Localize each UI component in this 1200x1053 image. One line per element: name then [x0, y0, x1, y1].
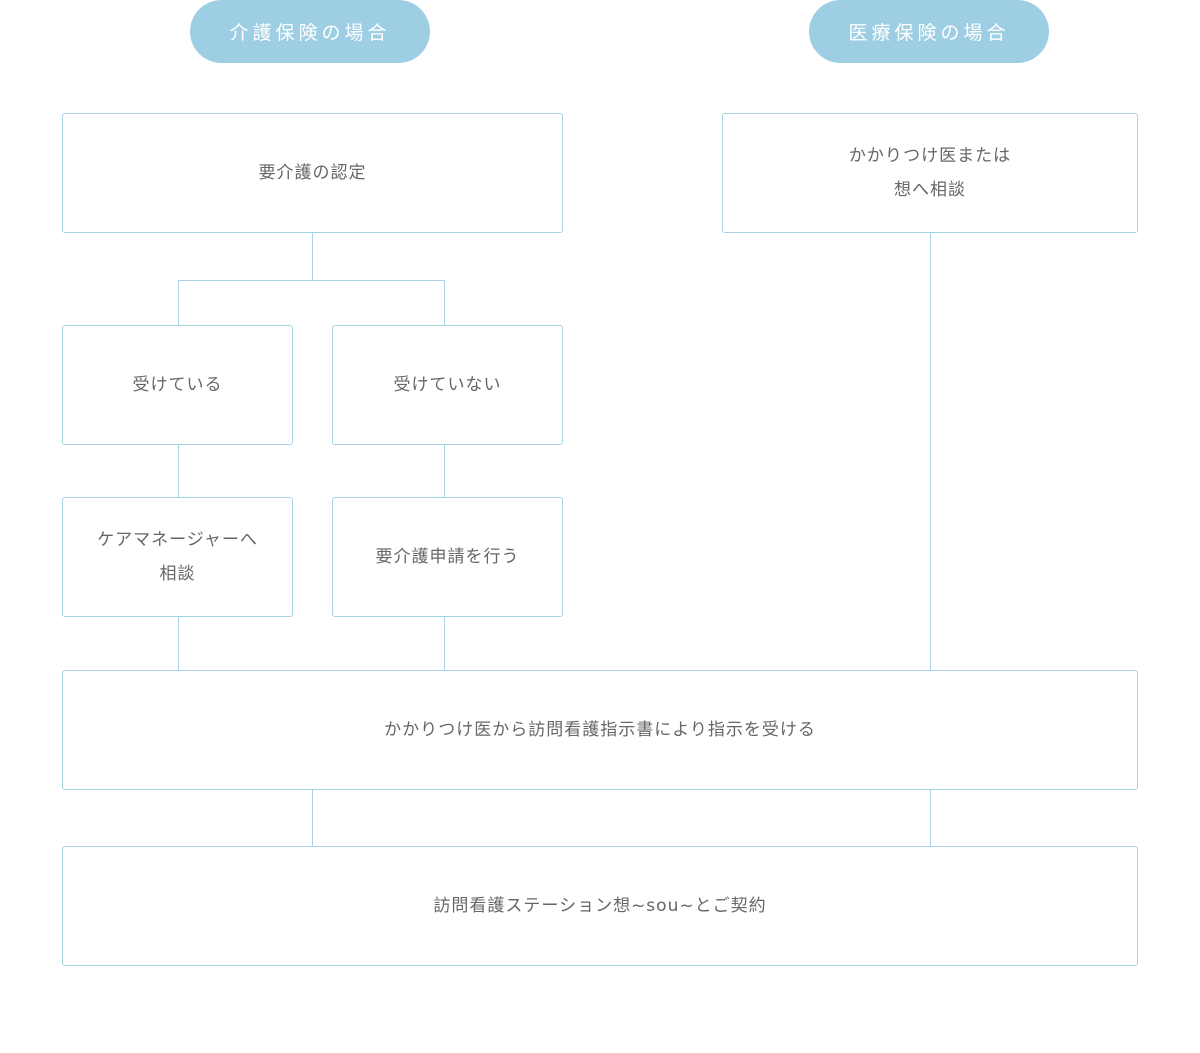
- connector: [312, 233, 313, 281]
- care-manager-box: ケアマネージャーへ 相談: [62, 497, 293, 617]
- receiving-box: 受けている: [62, 325, 293, 445]
- connector: [178, 280, 445, 281]
- connector: [178, 445, 179, 497]
- contract-label: 訪問看護ステーション想~sou~とご契約: [433, 896, 767, 916]
- connector: [444, 445, 445, 497]
- doctor-consult-line-2: 想へ相談: [894, 180, 966, 200]
- doctor-consult-line-1: かかりつけ医または: [848, 146, 1012, 166]
- certification-label: 要介護の認定: [258, 163, 367, 183]
- connector: [930, 790, 931, 846]
- apply-box: 要介護申請を行う: [332, 497, 563, 617]
- connector: [444, 280, 445, 325]
- contract-box: 訪問看護ステーション想~sou~とご契約: [62, 846, 1138, 966]
- instruction-box: かかりつけ医から訪問看護指示書により指示を受ける: [62, 670, 1138, 790]
- instruction-label: かかりつけ医から訪問看護指示書により指示を受ける: [384, 720, 816, 740]
- doctor-consult-box: かかりつけ医または 想へ相談: [722, 113, 1138, 233]
- connector: [930, 233, 931, 670]
- apply-label: 要介護申請を行う: [375, 547, 520, 567]
- connector: [444, 617, 445, 670]
- care-insurance-header: 介護保険の場合: [190, 0, 430, 63]
- connector: [178, 617, 179, 670]
- connector: [178, 280, 179, 325]
- not-receiving-label: 受けていない: [393, 375, 502, 395]
- receiving-label: 受けている: [132, 375, 223, 395]
- care-manager-line-2: 相談: [159, 564, 196, 584]
- medical-insurance-header: 医療保険の場合: [809, 0, 1049, 63]
- certification-box: 要介護の認定: [62, 113, 563, 233]
- connector: [312, 790, 313, 846]
- care-manager-line-1: ケアマネージャーへ: [97, 530, 258, 550]
- not-receiving-box: 受けていない: [332, 325, 563, 445]
